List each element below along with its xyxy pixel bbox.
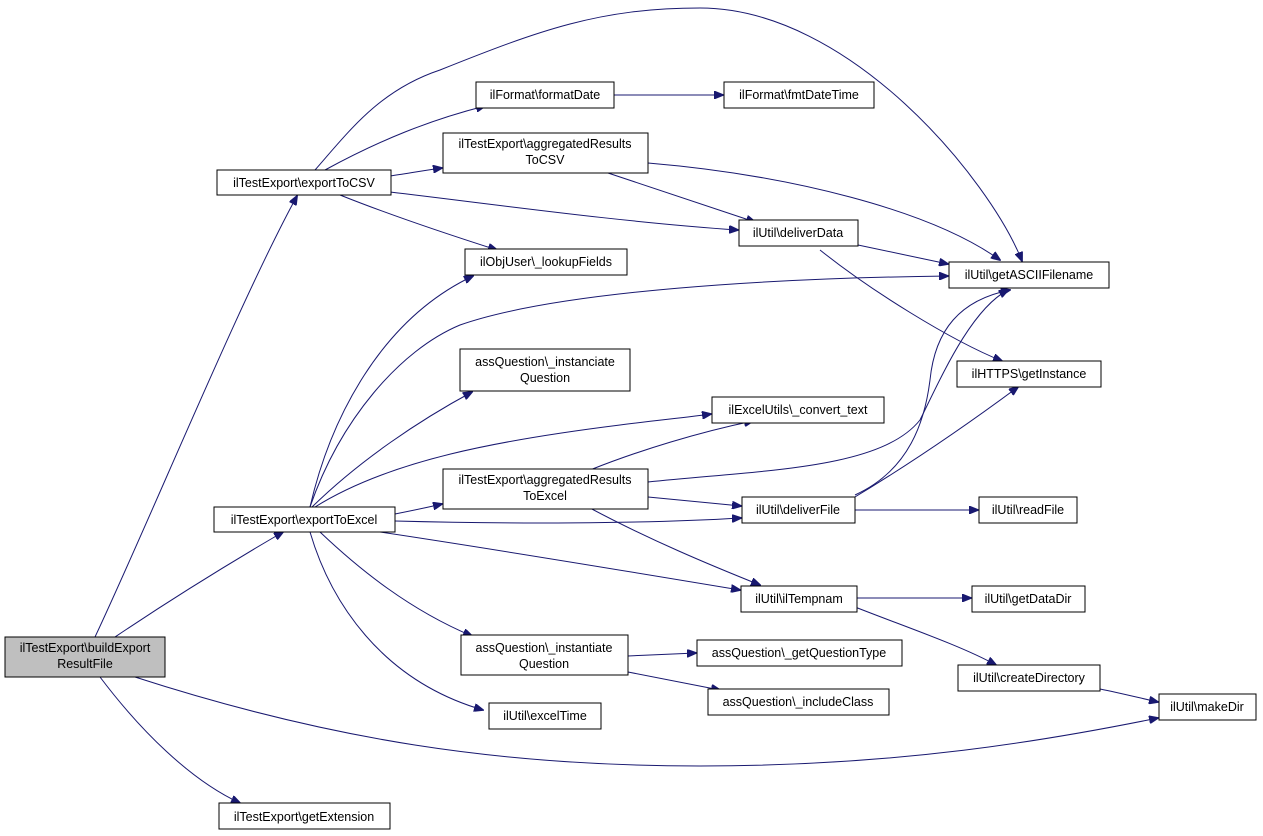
edge-createdir-to-makedir: [1099, 688, 1158, 702]
edge-excel-to-converttext: [314, 414, 711, 508]
node-include-class[interactable]: assQuestion\_includeClass: [707, 688, 890, 716]
edge-instantiate-to-includeclass: [627, 671, 720, 690]
node-fmt-date-time[interactable]: ilFormat\fmtDateTime: [723, 81, 875, 109]
node-label-line2: Question: [519, 657, 569, 671]
nodes: ilTestExport\buildExport ResultFile ilTe…: [4, 81, 1257, 830]
node-label: ilObjUser\_lookupFields: [480, 255, 612, 269]
edge-deliverdata-to-asciifilename: [857, 244, 948, 264]
node-label-line1: ilTestExport\buildExport: [20, 641, 151, 655]
edge-excel-to-lookupfields: [309, 276, 473, 508]
node-label: ilUtil\readFile: [992, 503, 1064, 517]
edge-aggcsv-to-deliverdata: [604, 171, 755, 222]
edge-deliverfile-to-asciifilename: [854, 290, 1010, 496]
node-label: ilTestExport\exportToCSV: [233, 176, 375, 190]
edge-instantiate-to-gettype: [627, 653, 696, 656]
node-create-directory[interactable]: ilUtil\createDirectory: [957, 664, 1101, 692]
node-label-line1: ilTestExport\aggregatedResults: [458, 473, 631, 487]
node-label: assQuestion\_getQuestionType: [712, 646, 886, 660]
node-label: ilExcelUtils\_convert_text: [729, 403, 868, 417]
node-label: ilFormat\fmtDateTime: [739, 88, 859, 102]
edge-csv-to-deliverdata: [389, 191, 738, 230]
edge-csv-to-formatdate: [324, 106, 485, 171]
edge-excel-to-deliverfile: [394, 518, 741, 524]
node-label-line1: ilTestExport\aggregatedResults: [458, 137, 631, 151]
edge-csv-to-lookupfields: [339, 194, 497, 250]
edge-aggexcel-to-iltempnam: [589, 507, 760, 585]
edge-aggexcel-to-asciifilename: [647, 290, 1008, 483]
edge-aggcsv-to-asciifilename: [647, 162, 1000, 260]
node-label-line2: Question: [520, 371, 570, 385]
node-https-get-instance[interactable]: ilHTTPS\getInstance: [956, 360, 1102, 388]
node-export-to-excel[interactable]: ilTestExport\exportToExcel: [213, 506, 396, 533]
node-format-date[interactable]: ilFormat\formatDate: [475, 81, 615, 109]
edge-deliverfile-to-https: [849, 387, 1018, 501]
node-label: ilUtil\excelTime: [503, 709, 587, 723]
edge-csv-to-aggcsv: [389, 168, 442, 177]
node-build-export-result-file[interactable]: ilTestExport\buildExport ResultFile: [4, 636, 166, 678]
edge-excel-to-instanciate: [311, 392, 472, 508]
node-instanciate-question[interactable]: assQuestion\_instanciate Question: [459, 348, 631, 392]
node-label: ilUtil\ilTempnam: [755, 592, 843, 606]
node-label: ilHTTPS\getInstance: [972, 367, 1087, 381]
edge-build-to-csv: [94, 196, 297, 638]
node-get-data-dir[interactable]: ilUtil\getDataDir: [971, 585, 1086, 613]
node-excel-convert-text[interactable]: ilExcelUtils\_convert_text: [711, 396, 885, 424]
node-label: ilTestExport\exportToExcel: [231, 513, 378, 527]
edges: [94, 7, 1158, 803]
node-aggregated-results-to-csv[interactable]: ilTestExport\aggregatedResults ToCSV: [442, 132, 649, 174]
node-get-ascii-filename[interactable]: ilUtil\getASCIIFilename: [948, 261, 1110, 289]
node-label: ilUtil\deliverData: [753, 226, 843, 240]
edge-excel-to-aggexcel: [394, 504, 442, 515]
edge-iltempnam-to-createdir: [849, 604, 996, 665]
edge-build-to-extension: [99, 676, 240, 803]
node-label-line2: ToCSV: [526, 153, 566, 167]
node-read-file[interactable]: ilUtil\readFile: [978, 496, 1078, 524]
node-il-tempnam[interactable]: ilUtil\ilTempnam: [740, 585, 858, 613]
edge-excel-to-asciifilename: [309, 276, 948, 508]
node-instantiate-question[interactable]: assQuestion\_instantiate Question: [460, 634, 629, 676]
node-excel-time[interactable]: ilUtil\excelTime: [488, 702, 602, 730]
node-label-line1: assQuestion\_instantiate: [476, 641, 613, 655]
edge-excel-to-exceltime: [309, 531, 483, 710]
node-export-to-csv[interactable]: ilTestExport\exportToCSV: [216, 169, 392, 196]
edge-excel-to-instantiate: [319, 531, 472, 636]
edge-aggexcel-to-deliverfile: [647, 496, 741, 506]
node-lookup-fields[interactable]: ilObjUser\_lookupFields: [464, 248, 628, 276]
node-make-dir[interactable]: ilUtil\makeDir: [1158, 693, 1257, 721]
node-deliver-data[interactable]: ilUtil\deliverData: [738, 219, 859, 247]
node-get-question-type[interactable]: assQuestion\_getQuestionType: [696, 639, 903, 667]
node-label: ilUtil\getASCIIFilename: [965, 268, 1094, 282]
node-label-line1: assQuestion\_instanciate: [475, 355, 615, 369]
node-label: ilUtil\deliverFile: [756, 503, 840, 517]
edge-build-to-excel: [114, 532, 283, 638]
node-label-line2: ToExcel: [523, 489, 567, 503]
node-label: ilUtil\makeDir: [1170, 700, 1244, 714]
node-label: assQuestion\_includeClass: [723, 695, 874, 709]
node-aggregated-results-to-excel[interactable]: ilTestExport\aggregatedResults ToExcel: [442, 468, 649, 510]
edge-csv-to-asciifilename: [314, 7, 1022, 261]
edge-excel-to-iltempnam: [379, 531, 740, 590]
node-label: ilUtil\getDataDir: [985, 592, 1072, 606]
node-label-line2: ResultFile: [57, 657, 113, 671]
node-label: ilUtil\createDirectory: [973, 671, 1086, 685]
node-label: ilFormat\formatDate: [490, 88, 600, 102]
node-get-extension[interactable]: ilTestExport\getExtension: [218, 802, 391, 830]
edge-aggexcel-to-converttext: [589, 421, 753, 471]
node-label: ilTestExport\getExtension: [234, 810, 374, 824]
edge-deliverdata-to-https: [819, 249, 1002, 361]
node-deliver-file[interactable]: ilUtil\deliverFile: [741, 496, 856, 524]
edge-build-to-makedir: [134, 676, 1158, 767]
